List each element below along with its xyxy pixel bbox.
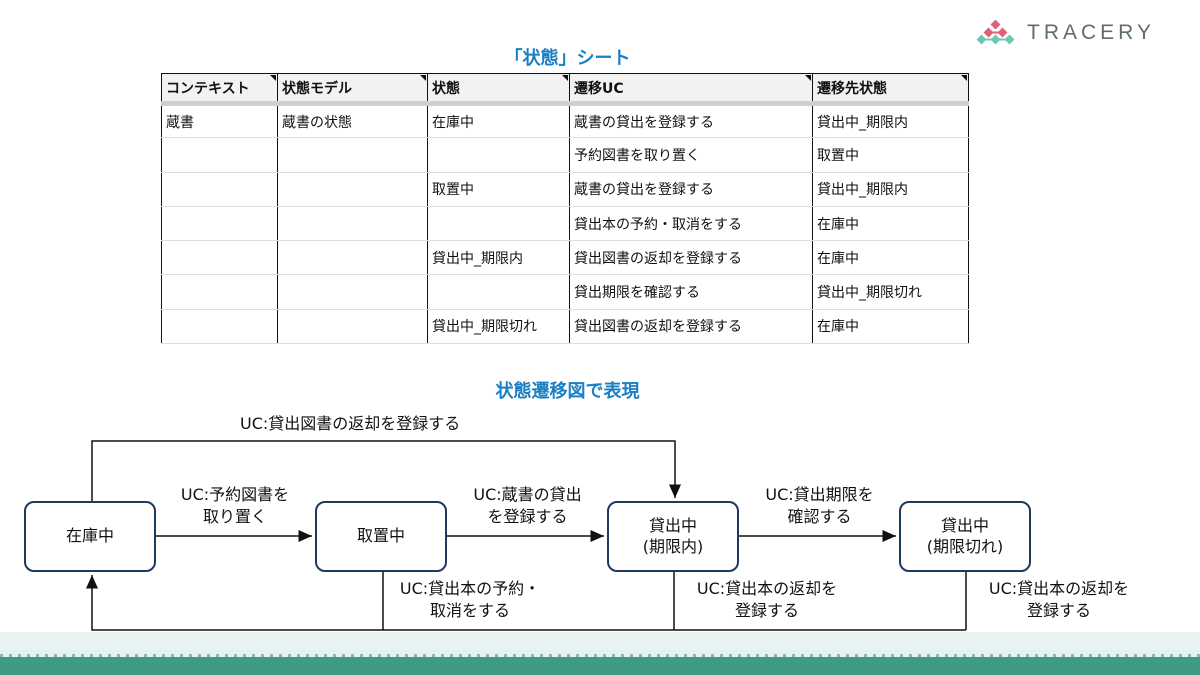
diagram-title: 状態遷移図で表現: [495, 381, 640, 402]
table-cell: 貸出図書の返却を登録する: [569, 309, 813, 345]
table-cell: [277, 274, 428, 310]
state-lent-in-term: 貸出中 (期限内): [607, 501, 739, 572]
column-header: 遷移UC: [569, 73, 813, 106]
table-cell: 在庫中: [812, 240, 969, 276]
table-cell: 在庫中: [427, 103, 570, 139]
table-cell: [427, 137, 570, 173]
arrow-return-bottom: [92, 572, 967, 631]
table-row: 貸出期限を確認する貸出中_期限切れ: [161, 274, 969, 310]
table-cell: 取置中: [812, 137, 969, 173]
state-reserved: 取置中: [315, 501, 447, 572]
column-header: コンテキスト: [161, 73, 278, 106]
table-cell: [161, 206, 278, 242]
table-cell: [161, 309, 278, 345]
table-row: 貸出本の予約・取消をする在庫中: [161, 206, 969, 242]
label-s2-s3: UC:蔵書の貸出 を登録する: [473, 485, 582, 527]
state-lent-overdue: 貸出中 (期限切れ): [899, 501, 1031, 572]
table-cell: [427, 206, 570, 242]
table-cell: [161, 172, 278, 207]
table-cell: 蔵書: [161, 103, 278, 139]
label-s2-back: UC:貸出本の予約・ 取消をする: [399, 579, 541, 621]
table-cell: 貸出図書の返却を登録する: [569, 240, 813, 276]
logo-mark-icon: [976, 20, 1015, 45]
table-cell: [277, 206, 428, 242]
table-cell: [277, 172, 428, 207]
table-row: 予約図書を取り置く取置中: [161, 137, 969, 173]
table-cell: 蔵書の状態: [277, 103, 428, 139]
table-row: 貸出中_期限切れ貸出図書の返却を登録する在庫中: [161, 309, 969, 345]
table-cell: [161, 240, 278, 276]
table-cell: 貸出中_期限内: [812, 103, 969, 139]
tracery-logo: TRACERY: [975, 20, 1155, 46]
state-in-stock: 在庫中: [24, 501, 156, 572]
arrow-return-top: [91, 440, 681, 501]
table-cell: 在庫中: [812, 206, 969, 242]
column-header: 状態モデル: [277, 73, 428, 106]
label-s3-s4: UC:貸出期限を 確認する: [765, 485, 874, 527]
table-cell: [277, 309, 428, 345]
table-cell: 在庫中: [812, 309, 969, 345]
column-header: 状態: [427, 73, 570, 106]
table-cell: 予約図書を取り置く: [569, 137, 813, 173]
footer-decoration: [0, 632, 1200, 675]
table-cell: 貸出本の予約・取消をする: [569, 206, 813, 242]
table-cell: 蔵書の貸出を登録する: [569, 103, 813, 139]
table-cell: 貸出中_期限内: [812, 172, 969, 207]
table-cell: 蔵書の貸出を登録する: [569, 172, 813, 207]
table-cell: 貸出中_期限内: [427, 240, 570, 276]
table-row: 蔵書蔵書の状態在庫中蔵書の貸出を登録する貸出中_期限内: [161, 103, 969, 139]
label-s1-s2: UC:予約図書を 取り置く: [180, 485, 290, 527]
column-header: 遷移先状態: [812, 73, 969, 106]
table-cell: [277, 137, 428, 173]
table-cell: 取置中: [427, 172, 570, 207]
table-cell: 貸出中_期限切れ: [812, 274, 969, 310]
table-title: 「状態」シート: [504, 48, 631, 69]
label-top: UC:貸出図書の返却を登録する: [240, 414, 461, 433]
label-s3-back: UC:貸出本の返却を 登録する: [696, 579, 838, 621]
label-s4-back: UC:貸出本の返却を 登録する: [988, 579, 1130, 621]
table-cell: [427, 274, 570, 310]
table-row: 貸出中_期限内貸出図書の返却を登録する在庫中: [161, 240, 969, 276]
logo-text: TRACERY: [1027, 21, 1155, 44]
table-row: 取置中蔵書の貸出を登録する貸出中_期限内: [161, 172, 969, 207]
